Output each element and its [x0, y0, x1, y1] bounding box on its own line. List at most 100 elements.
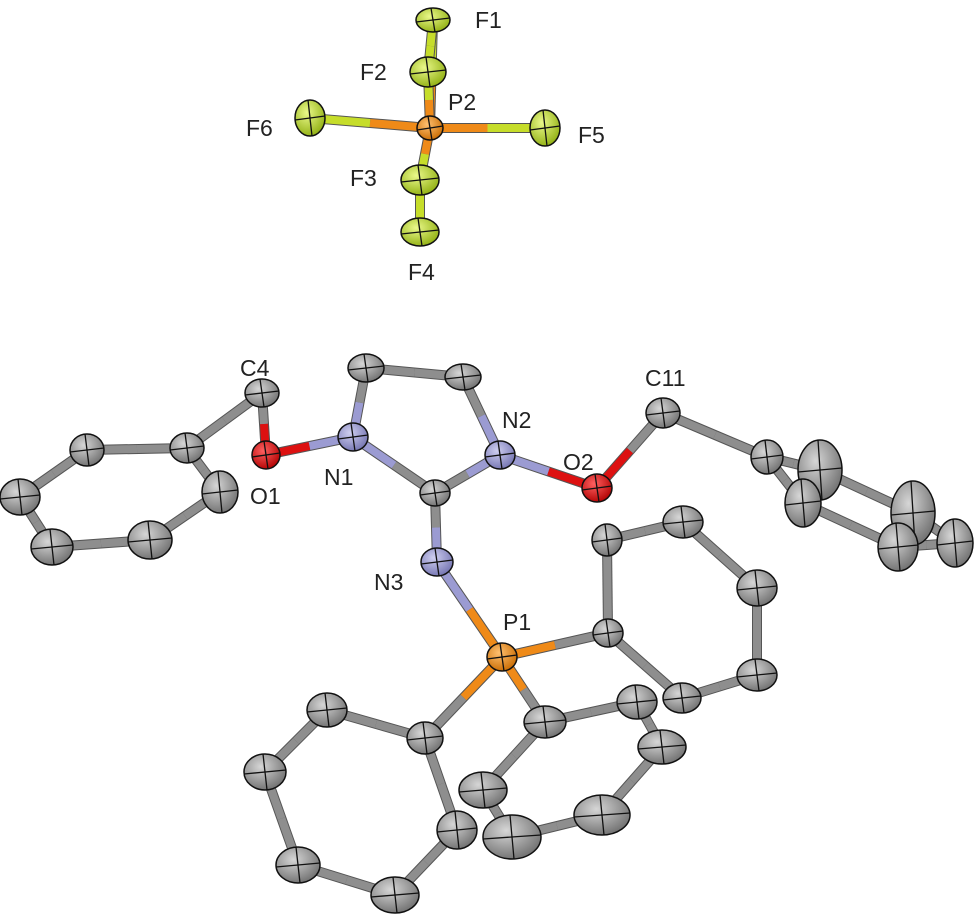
- principal-axis: [427, 115, 433, 141]
- atom-b1: [750, 439, 784, 475]
- atom-b5: [877, 522, 919, 572]
- label-O2: O2: [563, 449, 594, 475]
- principal-axis: [594, 473, 600, 503]
- principal-axis: [263, 440, 269, 470]
- atom-F3: [400, 164, 440, 196]
- atom-m5: [482, 814, 542, 860]
- atom-a3: [0, 478, 41, 516]
- atom-P2: [416, 115, 444, 141]
- principal-axis: [392, 876, 398, 914]
- principal-axis: [895, 522, 901, 572]
- atom-O2: [581, 473, 613, 503]
- principal-axis: [363, 353, 369, 383]
- atom-Ca: [347, 353, 385, 383]
- atom-l2: [306, 692, 348, 728]
- principal-axis: [422, 721, 428, 755]
- principal-axis: [425, 56, 431, 88]
- principal-axis: [604, 523, 610, 557]
- label-F3: F3: [350, 165, 377, 191]
- principal-axis: [432, 479, 438, 507]
- principal-axis: [417, 217, 423, 247]
- atom-r3: [662, 505, 704, 539]
- principal-axis: [217, 470, 223, 514]
- atom-C2: [419, 479, 451, 507]
- principal-axis: [679, 682, 685, 714]
- atom-a5: [127, 520, 173, 560]
- principal-axis: [660, 397, 666, 429]
- atom-N3: [420, 547, 454, 577]
- atom-r1: [592, 618, 624, 648]
- atom-r2: [591, 523, 623, 557]
- atom-a6: [201, 470, 239, 514]
- principal-axis: [460, 363, 466, 391]
- label-N3: N3: [374, 569, 403, 595]
- principal-axis: [350, 422, 356, 452]
- principal-axis: [307, 99, 313, 137]
- principal-axis: [454, 810, 460, 850]
- atom-a1: [169, 432, 205, 464]
- principal-axis: [84, 433, 90, 467]
- principal-axis: [659, 729, 665, 765]
- atom-N1: [337, 422, 369, 452]
- atom-l3: [243, 753, 287, 791]
- principal-axis: [764, 439, 770, 475]
- label-C11: C11: [645, 365, 686, 391]
- principal-axis: [497, 440, 503, 470]
- atom-r6: [662, 682, 702, 714]
- labels-layer: F1 F2 P2 F6 F5 F3 F4 C4 O1 N1 N2 O2 C11 …: [240, 7, 686, 635]
- atom-Cb: [444, 363, 482, 391]
- principal-axis: [147, 520, 153, 560]
- principal-axis: [634, 684, 640, 720]
- atom-F4: [400, 217, 440, 247]
- principal-axis: [542, 705, 548, 739]
- atom-l4: [275, 846, 321, 884]
- principal-axis: [680, 505, 686, 539]
- principal-axis: [800, 478, 806, 528]
- principal-axis: [605, 618, 611, 648]
- label-F5: F5: [578, 122, 605, 148]
- principal-axis: [952, 518, 958, 568]
- atom-C4: [244, 378, 280, 408]
- atom-N2: [484, 440, 516, 470]
- atom-F2: [409, 56, 447, 88]
- atom-m2: [616, 684, 658, 720]
- principal-axis: [817, 439, 823, 501]
- label-P1: P1: [503, 609, 531, 635]
- principal-axis: [262, 753, 268, 791]
- atom-l5: [370, 876, 420, 914]
- label-N2: N2: [502, 407, 531, 433]
- atom-F1: [415, 7, 451, 33]
- principal-axis: [430, 7, 436, 33]
- atom-F6: [294, 99, 326, 137]
- atom-b3: [784, 478, 822, 528]
- principal-axis: [599, 794, 605, 836]
- principal-axis: [417, 164, 423, 196]
- atom-l1: [406, 721, 444, 755]
- principal-axis: [754, 658, 760, 692]
- label-F1: F1: [475, 7, 502, 33]
- principal-axis: [509, 814, 515, 860]
- principal-axis: [499, 642, 505, 672]
- label-F4: F4: [408, 259, 435, 285]
- atom-l6: [436, 810, 478, 850]
- principal-axis: [259, 378, 265, 408]
- principal-axis: [434, 547, 440, 577]
- atom-r4: [736, 569, 778, 607]
- principal-axis: [480, 771, 486, 809]
- atom-a4: [30, 528, 74, 566]
- atom-m3: [637, 729, 687, 765]
- atom-O1: [251, 440, 281, 470]
- atom-a2: [69, 433, 105, 467]
- atom-m4: [573, 794, 631, 836]
- atom-r5: [736, 658, 778, 692]
- principal-axis: [754, 569, 760, 607]
- atom-F5: [529, 109, 561, 147]
- principal-axis: [17, 478, 23, 516]
- label-P2: P2: [448, 89, 476, 115]
- atoms-layer: [0, 7, 974, 914]
- label-C4: C4: [240, 355, 270, 381]
- principal-axis: [184, 432, 190, 464]
- label-F2: F2: [360, 59, 387, 85]
